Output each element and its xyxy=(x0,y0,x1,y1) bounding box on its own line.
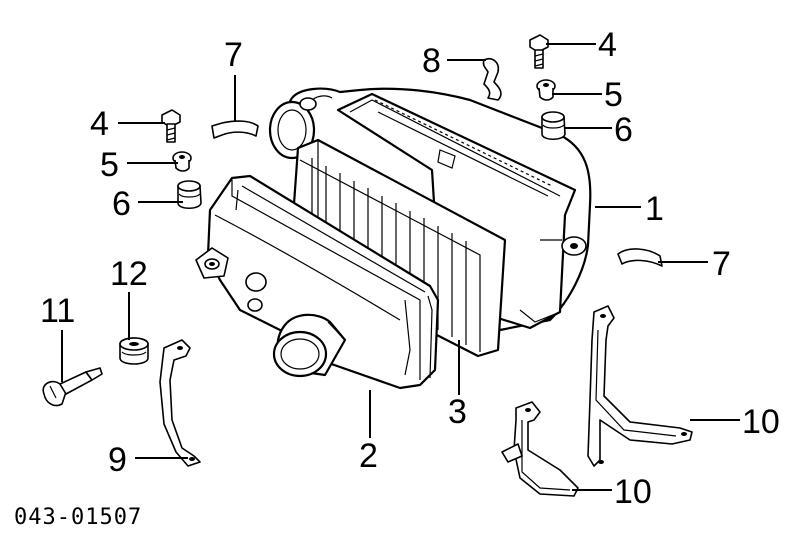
grommet-right xyxy=(536,79,556,101)
bolt-left xyxy=(161,109,181,143)
bolt-right xyxy=(529,34,549,69)
callout-11: 11 xyxy=(40,292,75,330)
mount-bushing-left xyxy=(177,180,202,210)
air-cleaner-lower-housing xyxy=(195,174,440,390)
bracket-10-lower xyxy=(501,401,579,497)
callout-10-upper: 10 xyxy=(742,403,780,441)
callout-5-left: 5 xyxy=(100,146,119,184)
upper-housing-ribs xyxy=(374,99,553,197)
callout-6-right: 6 xyxy=(614,111,633,149)
intake-sensor xyxy=(42,367,103,407)
grommet-left xyxy=(172,151,192,172)
callout-1: 1 xyxy=(645,190,664,228)
callout-3: 3 xyxy=(448,393,467,431)
callout-6-left: 6 xyxy=(112,185,131,223)
bracket-9 xyxy=(159,339,201,467)
catalog-number: 043-01507 xyxy=(14,505,142,530)
callout-7-left: 7 xyxy=(224,36,243,74)
callout-10-lower: 10 xyxy=(614,473,652,511)
callout-9: 9 xyxy=(108,441,127,479)
clip-top xyxy=(482,57,502,101)
clip-right xyxy=(617,248,663,267)
callout-labels: 1 2 3 4 4 5 5 6 6 7 7 8 9 10 10 11 12 xyxy=(40,26,780,511)
clip-left xyxy=(211,120,259,139)
callout-8: 8 xyxy=(422,42,441,80)
mount-bushing-right xyxy=(541,111,566,141)
callout-7-right: 7 xyxy=(712,245,731,283)
leader-lines xyxy=(61,43,740,491)
bracket-10-upper xyxy=(587,305,693,467)
callout-4-right: 4 xyxy=(598,26,617,64)
callout-4-left: 4 xyxy=(90,105,109,143)
callout-2: 2 xyxy=(359,437,378,475)
callout-12: 12 xyxy=(110,255,148,293)
grommet-12 xyxy=(119,337,149,365)
callout-5-right: 5 xyxy=(604,76,623,114)
filter-pleats xyxy=(311,158,467,345)
